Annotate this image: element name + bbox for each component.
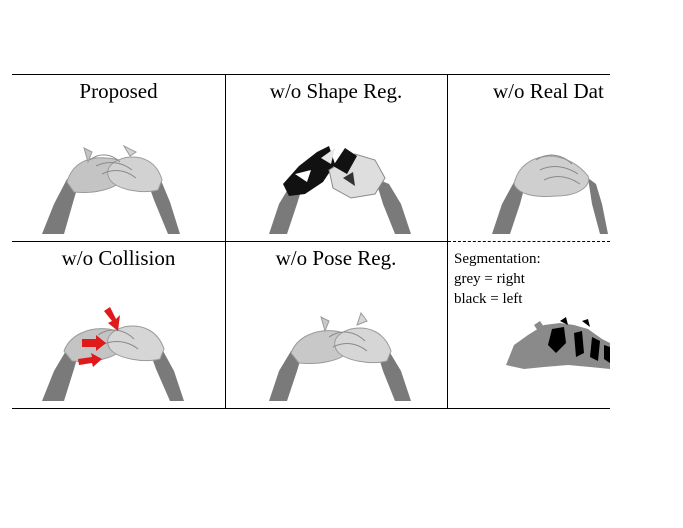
- hand-render-proposed: [42, 144, 180, 234]
- middle-rule: [12, 241, 448, 242]
- column-divider-1: [225, 74, 226, 409]
- hand-render-wo-pose-reg: [269, 311, 411, 401]
- panel-wo-collision: w/o Collision: [12, 241, 225, 408]
- bottom-rule: [12, 408, 610, 409]
- ablation-figure: Proposed w/o Shape Reg. w/o Real Dat: [12, 74, 610, 409]
- panel-title: w/o Shape Reg.: [269, 79, 403, 103]
- panel-wo-real-data: w/o Real Dat: [448, 74, 610, 241]
- hand-render-wo-collision: [42, 307, 184, 401]
- panel-title: w/o Real Dat: [493, 79, 604, 103]
- panel-title: w/o Collision: [61, 246, 176, 270]
- segmentation-divider: [448, 241, 610, 242]
- segmentation-legend-left: black = left: [454, 291, 523, 307]
- segmentation-legend: Segmentation: grey = right black = left: [454, 249, 541, 309]
- hand-render-wo-real-data: [492, 154, 608, 234]
- top-rule: [12, 74, 610, 75]
- panel-title: Proposed: [79, 79, 158, 103]
- column-divider-2: [447, 74, 448, 409]
- panel-wo-pose-reg: w/o Pose Reg.: [225, 241, 447, 408]
- hand-render-wo-shape-reg: [269, 146, 411, 234]
- panel-segmentation: Segmentation: grey = right black = left: [448, 241, 610, 408]
- panel-title: w/o Pose Reg.: [275, 246, 397, 270]
- segmentation-legend-right: grey = right: [454, 271, 525, 287]
- panel-proposed: Proposed: [12, 74, 225, 241]
- collision-arrows: [78, 307, 120, 367]
- panel-wo-shape-reg: w/o Shape Reg.: [225, 74, 447, 241]
- segmentation-render: [506, 317, 610, 369]
- segmentation-heading: Segmentation:: [454, 251, 541, 267]
